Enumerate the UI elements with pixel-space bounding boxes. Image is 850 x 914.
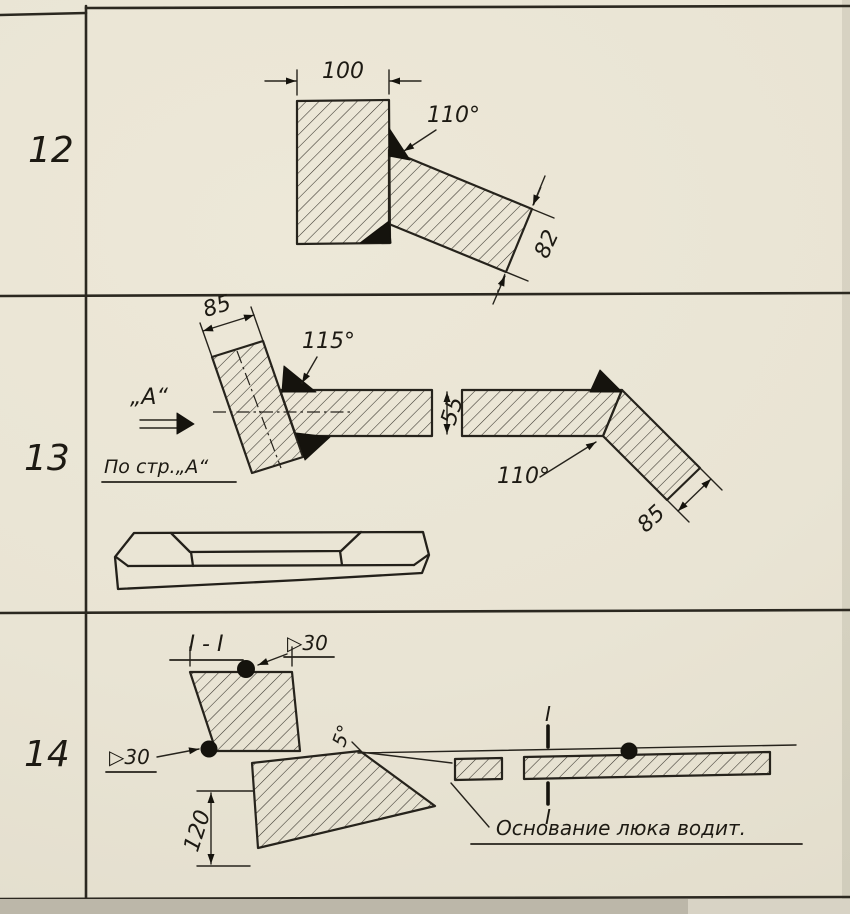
extension-line — [531, 208, 555, 219]
angle-value: 5° — [328, 722, 356, 750]
sketch-bottom-face — [126, 563, 416, 568]
weld-callout-top: ▷30 — [257, 631, 335, 666]
row-separator-12-13 — [0, 291, 850, 298]
leader-line — [156, 747, 200, 758]
dimension-line — [677, 478, 712, 512]
view-caption: По стр.„А“ — [101, 456, 237, 483]
weld-fillet-top — [388, 127, 411, 161]
scan-right-shadow — [842, 0, 850, 899]
dimension-120: 120 — [179, 790, 255, 867]
weld-spot-bar — [620, 742, 638, 760]
row-12-drawing: 100 110° 82 — [264, 59, 564, 305]
leader-line — [351, 741, 362, 752]
right-slanted-bar — [601, 388, 702, 502]
scan-edge-band — [0, 899, 688, 914]
sketch-outline — [113, 530, 431, 591]
angle-value: 115° — [302, 329, 355, 354]
angle-115-label: 115° — [301, 329, 355, 384]
top-border-left — [0, 11, 88, 17]
angle-value: 110° — [427, 103, 480, 128]
dimension-arrow — [532, 175, 546, 206]
leader-line — [539, 441, 597, 478]
row-number-13: 13 — [24, 438, 70, 479]
view-caption-text: По стр.„А“ — [104, 456, 208, 478]
top-border-right — [84, 4, 850, 10]
extension-line — [505, 271, 529, 282]
weld-symbol-text: ▷30 — [109, 745, 150, 769]
base-bar-left-segment — [453, 756, 504, 782]
section-title-text: I - I — [189, 632, 224, 657]
row-13-drawing: 85 115° 55 110° 85 „А“ По стр.„А“ — [101, 291, 723, 591]
slanted-bar — [387, 148, 534, 274]
bottom-border — [0, 895, 850, 901]
view-arrow-head — [176, 412, 195, 435]
row-14-drawing: I - I ▷30 ▷30 5° I — [105, 631, 803, 867]
base-bar-right-segment — [522, 750, 772, 781]
weld-spot-bottom — [200, 740, 218, 758]
dimension-value: 85 — [633, 501, 671, 538]
dimension-line — [202, 314, 255, 332]
view-arrow-a: „А“ — [130, 385, 195, 435]
weld-spot-top — [237, 660, 255, 678]
dimension-value: 100 — [322, 59, 364, 84]
weld-callout-bottom: ▷30 — [105, 745, 200, 773]
horizontal-bar-right — [460, 388, 624, 438]
section-cut-marks: I I — [545, 702, 551, 829]
extension-line — [199, 322, 213, 358]
angle-110-label-row13: 110° — [497, 441, 597, 489]
weld-symbol-text: ▷30 — [287, 631, 328, 655]
dimension-100: 100 — [264, 59, 422, 96]
section-title: I - I — [169, 632, 244, 661]
horizontal-bar-left — [278, 388, 434, 438]
angle-110-label: 110° — [403, 103, 480, 152]
extension-line — [250, 306, 264, 342]
sketch-groove — [169, 530, 363, 554]
centerline-slanted — [236, 350, 282, 469]
scan-edge-band-light — [688, 899, 850, 914]
dimension-value: 82 — [530, 226, 564, 262]
section-piece — [188, 670, 302, 753]
weld-fillet-top-right — [589, 369, 623, 393]
dimension-arrow — [492, 275, 506, 305]
row-number-12: 12 — [28, 130, 74, 171]
leader-line — [403, 129, 437, 152]
weld-fillet-bottom-left — [295, 432, 331, 461]
caption-group: Основание люка водит. — [450, 782, 803, 845]
vertical-bar — [295, 98, 392, 246]
row-number-14: 14 — [24, 734, 70, 775]
weld-fillet-top-left — [281, 365, 317, 393]
slanted-plate — [250, 749, 437, 850]
view-arrow-label: „А“ — [130, 385, 168, 410]
reference-line — [357, 744, 797, 754]
leader-line — [301, 356, 318, 384]
wedge-line — [359, 751, 453, 764]
leader-line — [257, 653, 288, 666]
row-separator-13-14 — [0, 608, 850, 615]
section-mark-bottom: I — [545, 805, 551, 829]
caption-text: Основание люка водит. — [496, 816, 746, 840]
section-mark-top: I — [545, 702, 551, 726]
view-a-sketch — [113, 530, 431, 591]
weld-fillet-bottom — [359, 220, 392, 244]
sketch-detail-lines — [114, 549, 430, 568]
leader-line — [450, 782, 490, 828]
